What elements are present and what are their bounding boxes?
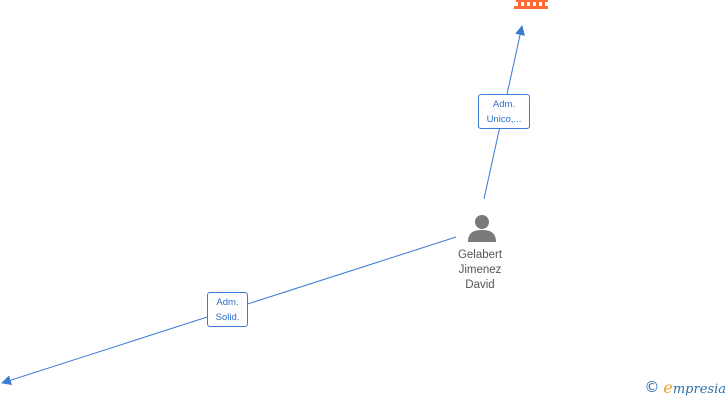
person-name-line: David: [465, 279, 495, 291]
person-name-line: Jimenez: [458, 264, 502, 276]
copyright-icon: ©: [644, 378, 660, 396]
person-name-label[interactable]: Gelabert Jimenez David: [440, 248, 520, 293]
brand-logo-initial: e: [663, 377, 673, 397]
edge-label-adm-unico[interactable]: Adm. Unico,...: [478, 94, 530, 129]
building-icon[interactable]: [514, 0, 548, 9]
edge-label-line: Solid.: [215, 312, 240, 323]
person-icon[interactable]: [468, 215, 496, 242]
empresia-watermark: © empresia: [644, 377, 726, 397]
edge-label-line: Unico,...: [486, 114, 522, 125]
brand-logo: empresia: [663, 378, 726, 397]
person-name-line: Gelabert: [457, 249, 503, 261]
edge-label-line: Adm.: [216, 297, 239, 308]
edge-label-line: Adm.: [492, 99, 516, 110]
edge-label-adm-solid[interactable]: Adm. Solid.: [207, 292, 248, 327]
brand-logo-text: mpresia: [672, 381, 726, 397]
